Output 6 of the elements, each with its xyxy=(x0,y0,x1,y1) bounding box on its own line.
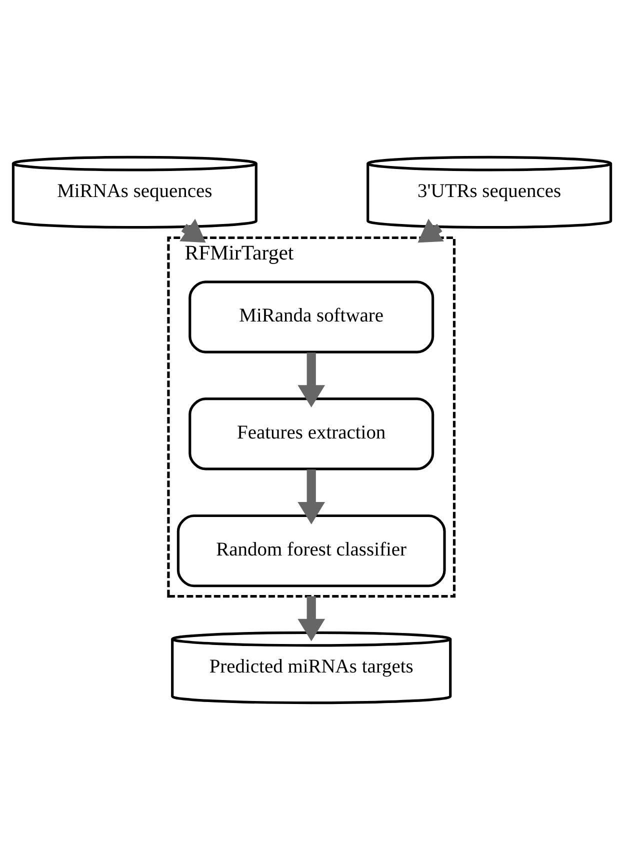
arrow xyxy=(298,352,326,408)
arrow xyxy=(298,470,326,524)
node-box: Features extraction xyxy=(188,398,434,470)
node-box: MiRanda software xyxy=(188,280,434,354)
arrow xyxy=(298,596,326,642)
node-box: Random forest classifier xyxy=(176,514,446,588)
